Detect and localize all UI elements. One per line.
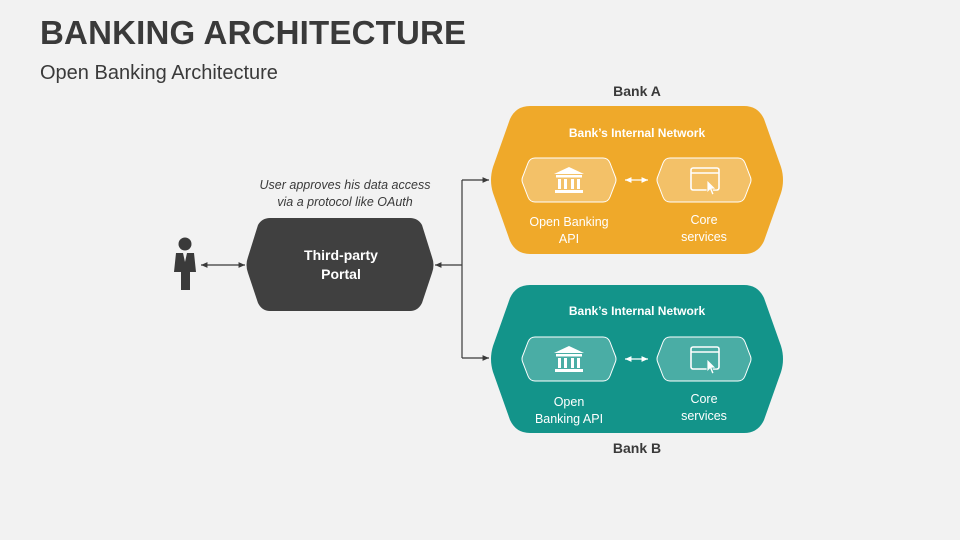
bank-a-core-label: Core services: [644, 212, 764, 246]
bank-a-api-label-line1: Open Banking: [529, 215, 609, 229]
bank-b-core-label: Core services: [644, 391, 764, 425]
oauth-note-line2: via a protocol like OAuth: [277, 195, 413, 209]
portal-bank-connectors: [435, 177, 489, 361]
portal-label-line1: Third-party: [304, 247, 378, 263]
bank-b-core-label-line2: services: [681, 409, 727, 423]
oauth-note: User approves his data access via a prot…: [235, 177, 455, 211]
portal-label-line2: Portal: [321, 266, 361, 282]
bank-b-title: Bank B: [612, 440, 662, 456]
bank-a-title: Bank A: [613, 83, 661, 99]
slide-subtitle: Open Banking Architecture: [40, 62, 278, 84]
bank-building-icon: [554, 346, 584, 372]
monitor-cursor-icon: [690, 346, 720, 375]
bank-b-core-box[interactable]: [656, 336, 752, 382]
slide-title: BANKING ARCHITECTURE: [40, 14, 467, 51]
bank-a-network-title: Bank’s Internal Network: [568, 126, 706, 140]
monitor-cursor-icon: [690, 167, 720, 196]
bank-b-api-label-line2: Banking API: [534, 412, 604, 426]
bank-b-api-label-line1: Open: [553, 395, 585, 409]
oauth-note-line1: User approves his data access: [259, 178, 431, 192]
bank-b-api-label: Open Banking API: [509, 394, 629, 428]
bank-a-api-label: Open Banking API: [509, 214, 629, 248]
bank-b-network-title: Bank’s Internal Network: [568, 304, 706, 318]
person-icon: [174, 237, 196, 290]
third-party-portal-shape[interactable]: [246, 218, 434, 311]
portal-label: Third-party Portal: [266, 246, 416, 284]
bank-building-icon: [554, 167, 584, 193]
bank-a-api-box[interactable]: [521, 157, 617, 203]
bank-b-api-box[interactable]: [521, 336, 617, 382]
bank-a-api-label-line2: API: [558, 232, 580, 246]
bank-b-core-label-line1: Core: [690, 392, 718, 406]
bank-a-core-label-line1: Core: [690, 213, 718, 227]
bank-a-core-label-line2: services: [681, 230, 727, 244]
bank-a-core-box[interactable]: [656, 157, 752, 203]
